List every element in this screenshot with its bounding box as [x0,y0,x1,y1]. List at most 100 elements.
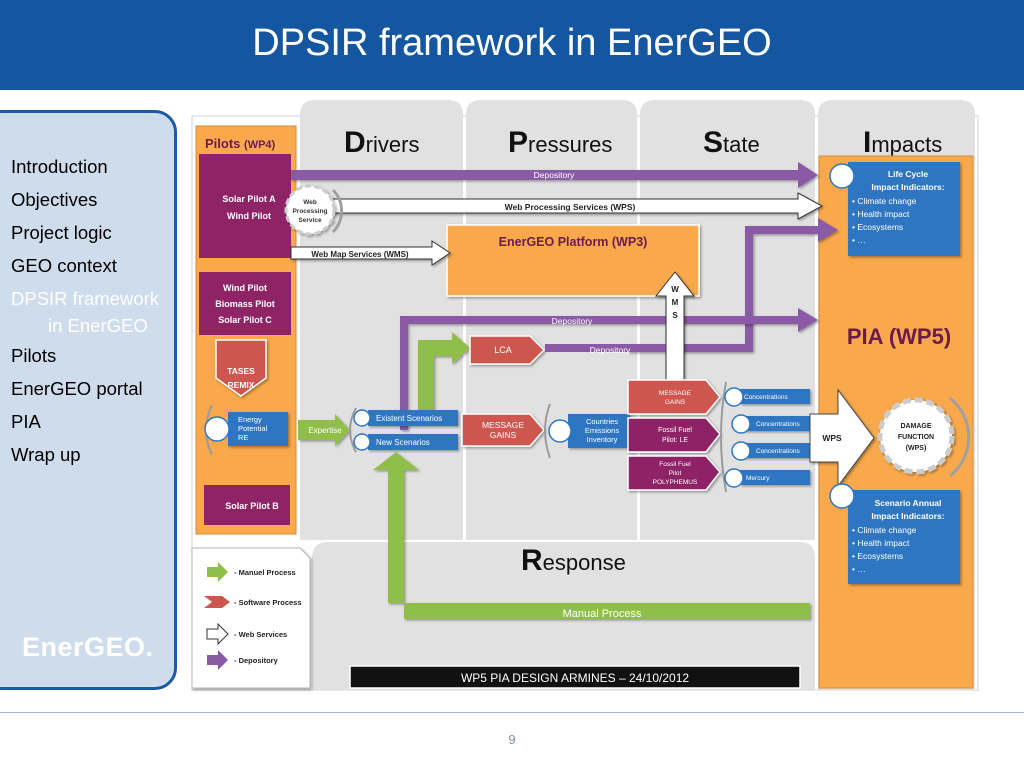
legend-panel [191,547,311,689]
pilot-c-label-2: Biomass Pilot [215,299,275,309]
concentrations-node-2 [731,414,751,434]
fossil-poly-label-3: POLYPHEMUS [653,479,698,486]
wms-letter-w: W [671,285,679,294]
mercury-box[interactable] [740,470,810,485]
new-scenarios-box[interactable] [368,434,458,450]
legend-manual-label: - Manuel Process [234,568,296,577]
fossil-le-label-1: Fossil Fuel [658,427,692,434]
lca-label: LCA [494,345,512,355]
scenario-annual-title-2: Impact Indicators: [871,511,944,521]
energy-potential-node [204,416,230,442]
message-gains-small-label-2: GAINS [665,399,686,406]
concentrations-box-3[interactable] [740,443,810,458]
manual-process-loop-arrow [373,452,810,619]
fossil-fuel-le-process[interactable] [627,417,721,453]
concentrations-label-2: Concentrations [756,421,800,428]
lca-depository-label: Depository [590,345,631,355]
life-cycle-indicators-box[interactable] [848,162,960,256]
title-bar: DPSIR framework in EnerGEO [0,0,1024,90]
nav-item-energeo-portal[interactable]: EnerGEO portal [11,378,143,399]
countries-emissions-box[interactable] [568,414,630,448]
concentrations-node-3 [731,441,751,461]
expertise-label: Expertise [308,426,342,435]
nav-item-pilots[interactable]: Pilots [11,345,57,366]
manual-process-label: Manual Process [563,608,642,620]
nav-item-dpsir-framework[interactable]: DPSIR framework in EnerGEO [11,282,181,339]
concentrations-label-3: Concentrations [756,448,800,455]
scenario-annual-title-1: Scenario Annual [875,498,942,508]
existent-scenarios-box[interactable] [368,410,458,426]
wms-letter-s: S [672,311,678,320]
wms-arrow-label: Web Map Services (WMS) [311,250,409,259]
slide-title: DPSIR framework in EnerGEO [252,22,772,64]
pilot-c-box[interactable] [199,272,291,335]
legend-manual-icon [207,562,228,582]
existent-scenarios-node [353,409,371,427]
countries-label-2: Emissions [585,426,619,435]
mercury-label: Mercury [746,475,770,482]
web-processing-service-gear[interactable] [284,184,336,236]
scenario-annual-bullet-1: • Climate change [852,525,917,535]
web-map-services-arrow [290,240,451,266]
message-gains-label-2: GAINS [490,430,517,440]
nav-item-pia[interactable]: PIA [11,411,41,432]
existent-scenarios-label: Existent Scenarios [376,414,442,423]
drivers-title: Drivers [344,126,419,159]
wps-arrow-label: Web Processing Services (WPS) [505,202,636,212]
damage-function-gear[interactable] [877,397,955,475]
nav-item-objectives[interactable]: Objectives [11,189,98,210]
depository-to-life-cycle-arrow [628,218,838,352]
web-processing-services-arrow [329,192,824,220]
tases-remix-process[interactable] [215,339,267,397]
green-up-to-lca-arrow [418,332,470,420]
sidebar-panel [0,110,177,690]
dpsir-diagram-svg: Drivers Pressures State Impacts Response… [191,100,979,691]
legend-web-services-icon [206,622,229,646]
damage-label-1: DAMAGE [900,423,931,430]
life-cycle-bullet-2: • Health impact [852,209,910,219]
legend-depository-label: - Depository [234,656,279,665]
concentrations-box-1[interactable] [740,389,810,404]
depository-top-arrow [291,162,818,188]
message-gains-label-1: MESSAGE [482,420,524,430]
depository-mid-label: Depository [552,316,593,326]
solar-pilot-b-box[interactable] [204,485,290,525]
legend-software-label: - Software Process [234,598,302,607]
message-gains-small-process[interactable] [627,379,721,415]
energy-potential-box[interactable] [228,412,288,446]
life-cycle-bullet-3: • Ecosystems [852,222,903,232]
message-gains-process[interactable] [461,413,545,447]
design-banner-label: WP5 PIA DESIGN ARMINES – 24/10/2012 [461,671,689,685]
life-cycle-title-1: Life Cycle [888,169,928,179]
fossil-fuel-polyphemus-process[interactable] [627,455,721,491]
fossil-poly-label-1: Fossil Fuel [659,461,691,468]
energy-potential-label-3: RE [238,433,248,442]
footer-divider [0,712,1024,713]
energeo-logo: EnerGEO. [22,632,154,662]
damage-label-3: (WPS) [906,445,927,452]
energeo-platform-box[interactable] [446,224,700,297]
energeo-platform-label: EnerGEO Platform (WP3) [499,235,648,249]
countries-label-1: Countries [586,417,618,426]
nav-item-geo-context[interactable]: GEO context [11,255,117,276]
concentrations-box-2[interactable] [740,416,810,431]
lca-process[interactable] [469,335,546,365]
scenario-annual-indicators-box[interactable] [848,490,960,584]
legend-web-services-label: - Web Services [234,630,287,639]
impacts-title: Impacts [863,126,942,159]
countries-emissions-node [548,419,572,443]
pilot-c-label-1: Wind Pilot [223,283,267,293]
mercury-node [724,468,744,488]
scenario-annual-bullet-4: • … [852,564,866,574]
nav-item-introduction[interactable]: Introduction [11,156,108,177]
page-number: 9 [508,732,516,747]
life-cycle-bullet-1: • Climate change [852,196,917,206]
nav-item-project-logic[interactable]: Project logic [11,222,112,243]
remix-label: REMIX [228,380,255,390]
new-scenarios-label: New Scenarios [376,438,430,447]
pilot-a-box[interactable] [199,154,291,258]
legend-depository-icon [207,650,228,670]
expertise-arrow [298,414,350,446]
nav-item-wrap-up[interactable]: Wrap up [11,444,81,465]
wps-gear-label-2: Processing [292,208,327,215]
